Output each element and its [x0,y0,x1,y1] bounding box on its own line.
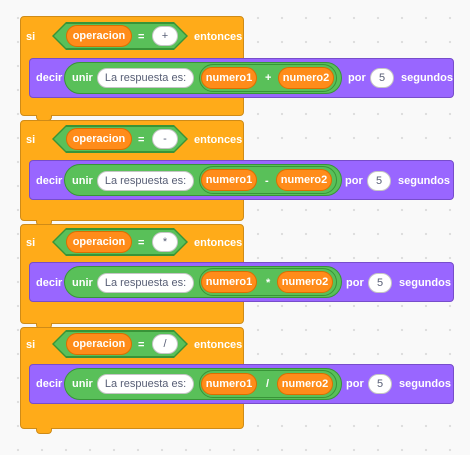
say-label: decir [36,72,63,84]
operator-symbol: * [266,277,271,289]
equals-sign: = [138,31,145,43]
if-label: si [26,339,36,351]
operator-value-input[interactable]: * [152,232,178,252]
message-input[interactable]: La respuesta es: [97,68,194,88]
numero1-reporter[interactable]: numero1 [201,373,257,395]
numero2-reporter[interactable]: numero2 [277,271,333,293]
operator-symbol: + [265,72,272,84]
then-label: entonces [194,339,243,351]
seconds-label: segundos [399,277,451,289]
if-label: si [26,237,36,249]
seconds-label: segundos [398,175,450,187]
numero1-reporter[interactable]: numero1 [201,169,257,191]
then-label: entonces [194,31,243,43]
say-label: decir [36,378,63,390]
equals-sign: = [138,134,145,146]
seconds-input[interactable]: 5 [368,273,392,293]
join-label: unir [72,72,93,84]
if-block-4-notch [36,428,52,434]
then-label: entonces [194,237,243,249]
message-input[interactable]: La respuesta es: [97,374,194,394]
operator-value-input[interactable]: + [152,26,178,46]
numero1-reporter[interactable]: numero1 [201,271,257,293]
numero2-reporter[interactable]: numero2 [277,373,333,395]
for-label: por [345,175,363,187]
for-label: por [346,277,364,289]
if-label: si [26,31,36,43]
numero2-reporter[interactable]: numero2 [278,67,334,89]
message-input[interactable]: La respuesta es: [97,273,194,293]
join-label: unir [72,277,93,289]
message-input[interactable]: La respuesta es: [97,171,194,191]
seconds-input[interactable]: 5 [370,68,394,88]
operacion-reporter[interactable]: operacion [66,231,132,253]
operator-value-input[interactable]: - [152,129,178,149]
equals-sign: = [138,339,145,351]
operacion-reporter[interactable]: operacion [66,333,132,355]
seconds-label: segundos [399,378,451,390]
then-label: entonces [194,134,243,146]
if-label: si [26,134,36,146]
numero1-reporter[interactable]: numero1 [201,67,257,89]
operacion-reporter[interactable]: operacion [66,128,132,150]
say-label: decir [36,175,63,187]
operator-value-input[interactable]: / [152,334,178,354]
operacion-reporter[interactable]: operacion [66,25,132,47]
join-label: unir [72,175,93,187]
operator-symbol: / [266,378,270,390]
seconds-input[interactable]: 5 [368,374,392,394]
for-label: por [348,72,366,84]
equals-sign: = [138,237,145,249]
seconds-label: segundos [401,72,453,84]
say-label: decir [36,277,63,289]
join-label: unir [72,378,93,390]
numero2-reporter[interactable]: numero2 [276,169,332,191]
seconds-input[interactable]: 5 [367,171,391,191]
operator-symbol: - [265,175,269,187]
for-label: por [346,378,364,390]
